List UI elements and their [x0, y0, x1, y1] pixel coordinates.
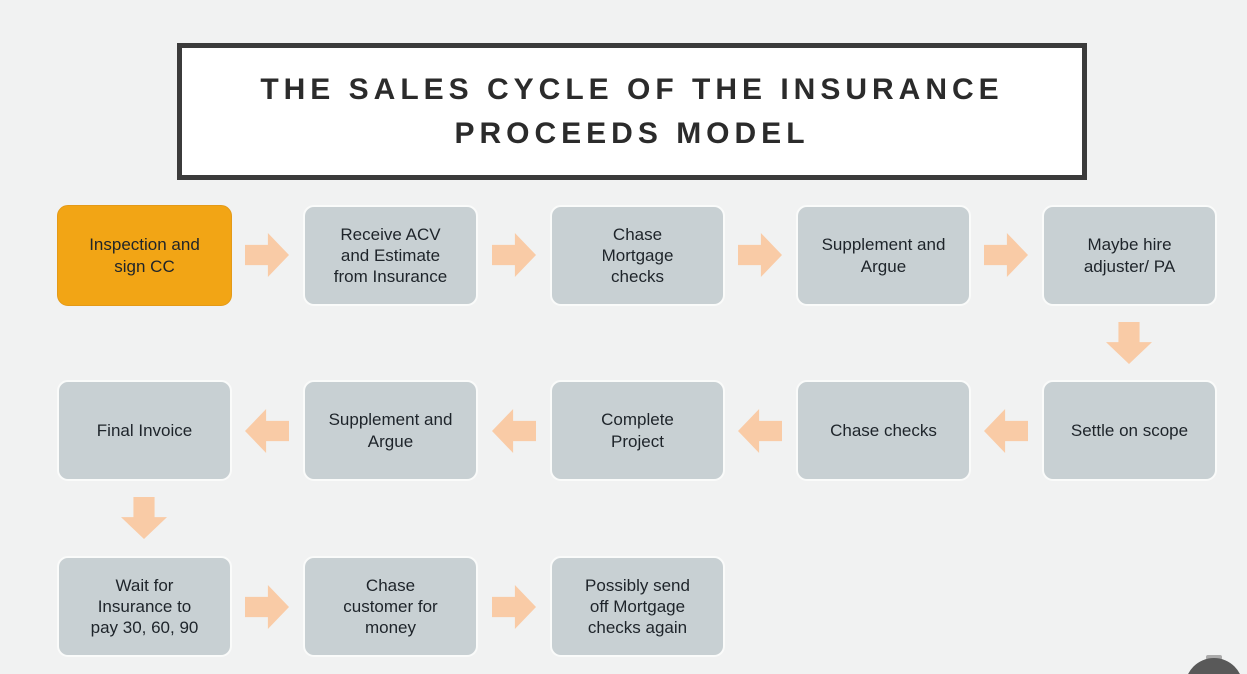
arrow-right-icon	[245, 585, 289, 629]
step-chase-checks: Chase checks	[796, 380, 971, 481]
step-label: Settle on scope	[1070, 420, 1189, 440]
presence-bubble[interactable]	[1185, 658, 1243, 674]
arrow-down-icon	[1106, 322, 1152, 364]
arrow-right-icon	[245, 233, 289, 277]
step-wait-for-insurance-pay: Wait for Insurance to pay 30, 60, 90	[57, 556, 232, 657]
arrow-right-icon	[492, 233, 536, 277]
arrow-right-icon	[492, 585, 536, 629]
step-settle-on-scope: Settle on scope	[1042, 380, 1217, 481]
arrow-right-icon	[738, 233, 782, 277]
step-label: Chase customer for money	[343, 575, 438, 638]
arrow-left-icon	[245, 409, 289, 453]
step-supplement-and-argue-2: Supplement and Argue	[303, 380, 478, 481]
step-final-invoice: Final Invoice	[57, 380, 232, 481]
step-label: Inspection and sign CC	[89, 235, 200, 276]
slide-title-line2: PROCEEDS MODEL	[454, 116, 810, 150]
step-receive-acv-estimate: Receive ACV and Estimate from Insurance	[303, 205, 478, 306]
step-label: Wait for Insurance to pay 30, 60, 90	[90, 575, 199, 638]
arrow-left-icon	[984, 409, 1028, 453]
step-label: Maybe hire adjuster/ PA	[1083, 235, 1176, 276]
slide-title-line1: THE SALES CYCLE OF THE INSURANCE	[260, 73, 1004, 106]
step-possibly-send-off-checks: Possibly send off Mortgage checks again	[550, 556, 725, 657]
step-supplement-and-argue-1: Supplement and Argue	[796, 205, 971, 306]
step-label: Complete Project	[601, 410, 674, 451]
step-complete-project: Complete Project	[550, 380, 725, 481]
step-label: Chase Mortgage checks	[601, 224, 674, 287]
arrow-right-icon	[984, 233, 1028, 277]
arrow-down-icon	[121, 497, 167, 539]
arrow-left-icon	[738, 409, 782, 453]
arrow-left-icon	[492, 409, 536, 453]
step-label: Supplement and Argue	[821, 235, 946, 276]
step-chase-customer-for-money: Chase customer for money	[303, 556, 478, 657]
step-inspection-sign-cc: Inspection and sign CC	[57, 205, 232, 306]
step-label: Final Invoice	[96, 420, 193, 440]
step-maybe-hire-adjuster-pa: Maybe hire adjuster/ PA	[1042, 205, 1217, 306]
step-label: Chase checks	[830, 420, 937, 440]
step-chase-mortgage-checks: Chase Mortgage checks	[550, 205, 725, 306]
step-label: Supplement and Argue	[328, 410, 453, 451]
slide-title-box: THE SALES CYCLE OF THE INSURANCE PROCEED…	[177, 43, 1087, 180]
step-label: Possibly send off Mortgage checks again	[585, 575, 690, 638]
step-label: Receive ACV and Estimate from Insurance	[333, 224, 448, 287]
presence-bubble-notch	[1206, 655, 1222, 660]
